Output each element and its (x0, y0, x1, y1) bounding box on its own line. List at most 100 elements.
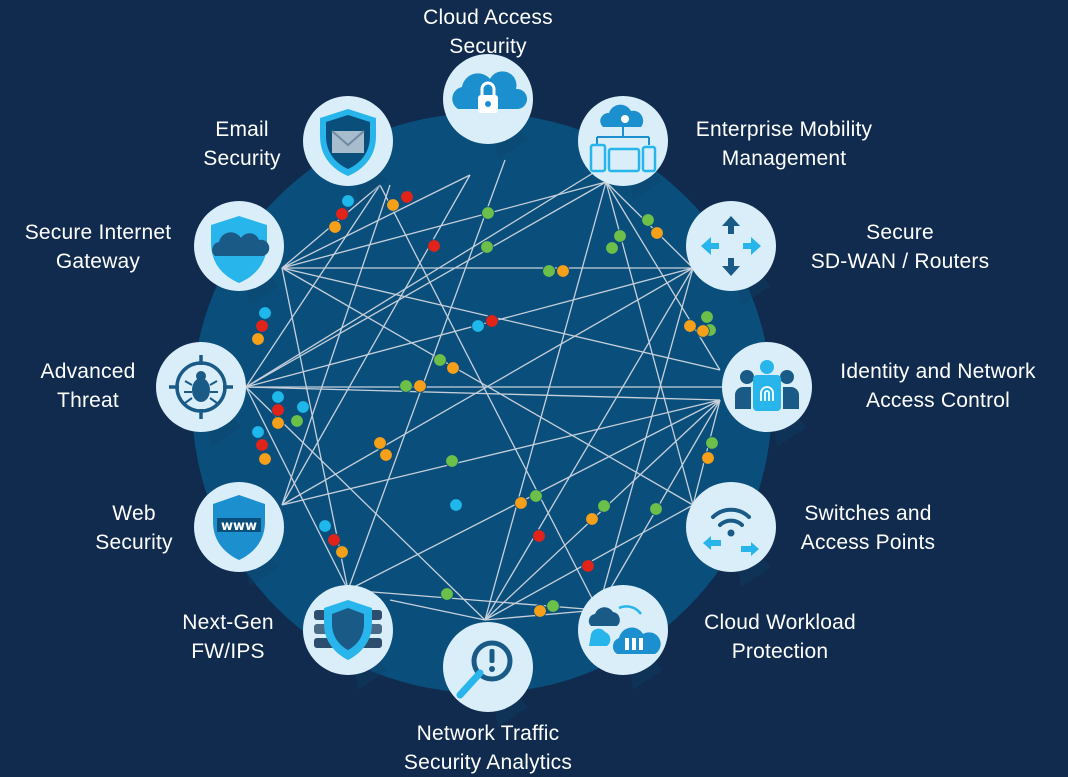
connection-dot (271, 416, 285, 430)
connection-dot (650, 226, 664, 240)
node-identity (722, 342, 812, 447)
magnifier-alert-icon (456, 640, 513, 699)
cloud-workload-icon (588, 605, 661, 654)
connection-dot (585, 512, 599, 526)
connection-line (484, 267, 694, 621)
connection-dot (471, 319, 485, 333)
connection-dot (413, 379, 427, 393)
fingerprint-people-icon (735, 360, 799, 411)
envelope-shield-icon (320, 109, 376, 176)
connection-dot (327, 533, 341, 547)
node-circle (578, 96, 668, 186)
connection-dot (379, 448, 393, 462)
node-email-security (303, 96, 393, 201)
bug-target-icon (169, 355, 233, 419)
node-advanced-threat (156, 342, 246, 447)
connection-line (245, 386, 486, 621)
node-network-traffic (443, 622, 533, 727)
connection-dot (255, 319, 269, 333)
connection-dot (251, 332, 265, 346)
connection-line (245, 184, 381, 388)
connection-dot (318, 519, 332, 533)
connection-dot (440, 587, 454, 601)
connection-line (281, 174, 471, 269)
connection-dot (258, 452, 272, 466)
connection-dot (480, 240, 494, 254)
connection-dot (529, 489, 543, 503)
connection-line (347, 159, 506, 591)
connection-dot (481, 206, 495, 220)
connection-dot (597, 499, 611, 513)
connection-dot (373, 436, 387, 450)
connection-dot (701, 451, 715, 465)
router-arrows-icon (701, 216, 761, 276)
firewall-shield-icon (314, 600, 382, 660)
connection-dot (335, 545, 349, 559)
connection-dot (700, 310, 714, 324)
node-web-security: www (194, 482, 284, 587)
connection-dot (427, 239, 441, 253)
connection-dot (532, 529, 546, 543)
connection-dot (386, 198, 400, 212)
connection-line (389, 599, 486, 621)
connection-dot (533, 604, 547, 618)
wifi-arrows-icon (703, 507, 759, 556)
connection-line (281, 184, 391, 506)
connection-dot (449, 498, 463, 512)
connection-line (245, 386, 721, 401)
connection-dot (542, 264, 556, 278)
connection-dot (433, 353, 447, 367)
connection-line (281, 267, 694, 506)
www-shield-icon: www (213, 495, 265, 560)
cloud-shield-icon (211, 216, 270, 283)
connection-line (245, 181, 607, 388)
connection-dot (514, 496, 528, 510)
svg-text:www: www (221, 519, 257, 534)
connection-line (245, 386, 349, 591)
connection-dot (683, 319, 697, 333)
connection-line (281, 181, 607, 269)
connection-dot (258, 306, 272, 320)
cloud-lock-icon (452, 71, 528, 113)
node-cloud-workload (578, 585, 668, 690)
node-secure-internet (194, 201, 284, 306)
connection-dot (296, 400, 310, 414)
node-circle (578, 585, 668, 675)
connection-dot (641, 213, 655, 227)
connection-line (484, 181, 607, 621)
connection-line (597, 267, 694, 611)
node-sd-wan (686, 201, 776, 306)
connection-dot (485, 314, 499, 328)
node-switches (686, 482, 776, 587)
connection-dot (400, 190, 414, 204)
connection-dot (605, 241, 619, 255)
node-circle (686, 201, 776, 291)
connection-dot (613, 229, 627, 243)
connection-dot (705, 436, 719, 450)
connection-dot (335, 207, 349, 221)
connection-line (605, 181, 721, 371)
connection-dot (399, 379, 413, 393)
connection-line (245, 267, 694, 388)
node-circle (443, 622, 533, 712)
connection-dot (341, 194, 355, 208)
cloud-devices-icon (589, 104, 657, 173)
connection-line (281, 174, 471, 506)
connection-dot (251, 425, 265, 439)
connection-line (379, 184, 599, 611)
node-enterprise-mobility (578, 96, 668, 201)
connection-dot (546, 599, 560, 613)
connection-dot (446, 361, 460, 375)
connection-dot (649, 502, 663, 516)
